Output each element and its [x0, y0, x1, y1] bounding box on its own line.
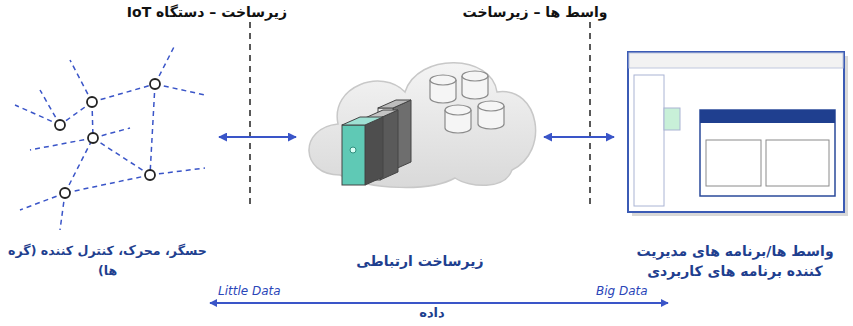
- sensor-node: [55, 79, 160, 198]
- cloud-shape: [309, 63, 536, 188]
- boundary-line: [249, 22, 251, 205]
- boundary-label: زیرساخت – دستگاه IoT: [127, 4, 287, 20]
- data-label: Big Data: [596, 284, 648, 298]
- data-arrow: [210, 302, 668, 304]
- component-caption: واسط ها/برنامه های مدیریت کننده برنامه ه…: [618, 241, 852, 281]
- boundary-label: واسط ها – زیرساخت: [463, 4, 608, 20]
- database-icons: [430, 71, 504, 133]
- app-window: [628, 52, 848, 216]
- component-group: زیرساخت ارتباطی: [300, 30, 540, 289]
- data-label: داده: [416, 305, 447, 320]
- server-icons: [342, 100, 411, 185]
- component-caption: زیرساخت ارتباطی: [352, 251, 487, 271]
- double-arrow: [219, 136, 296, 138]
- component-group: واسط ها/برنامه های مدیریت کننده برنامه ه…: [618, 30, 852, 289]
- data-label: Little Data: [218, 284, 281, 298]
- component-caption: حسگر، محرک، کنترل کننده (گره ها): [4, 241, 212, 281]
- component-group: حسگر، محرک، کنترل کننده (گره ها): [0, 30, 215, 289]
- sensor-network: [15, 45, 205, 230]
- double-arrow: [544, 136, 614, 138]
- boundary-line: [589, 22, 591, 205]
